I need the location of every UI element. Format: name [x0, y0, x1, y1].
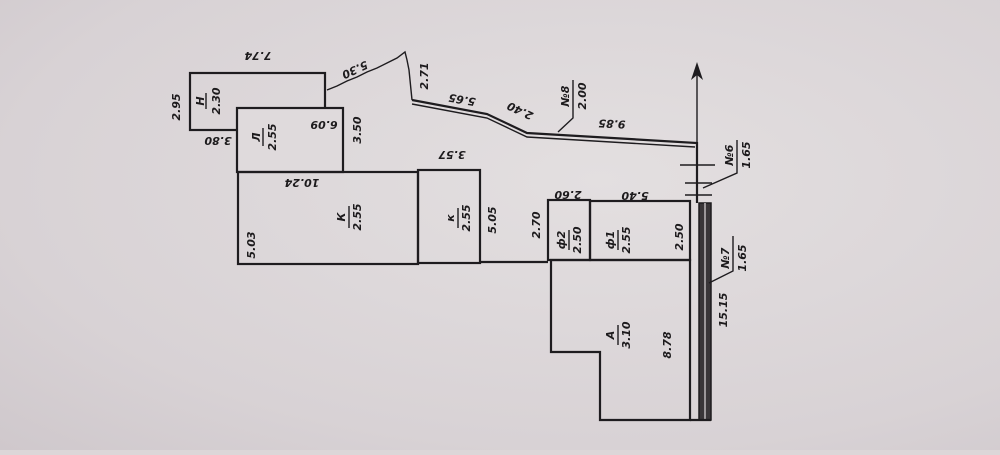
callout-n8-value: 2.00	[576, 82, 589, 109]
room-k-small-outline	[416, 168, 482, 265]
room-h-height: 2.30	[210, 87, 223, 114]
callout-n7-number: №7	[719, 247, 732, 269]
room-h-letter: Н	[194, 96, 207, 105]
dim-fence-2: 2.71	[418, 62, 431, 89]
room-l-height: 2.55	[266, 123, 279, 150]
dim-k-left: 5.03	[245, 231, 258, 258]
arrow-up-icon	[691, 62, 703, 80]
callout-n6-value: 1.65	[740, 141, 753, 168]
dim-h-bottom: 3.80	[204, 134, 231, 147]
dim-k-top: 10.24	[285, 176, 320, 189]
room-k-letter: К	[335, 212, 348, 222]
callout-n8-number: №8	[559, 85, 572, 107]
room-f2-height: 2.50	[571, 226, 584, 253]
room-l-letter: Л	[250, 132, 263, 142]
dim-ks-top: 3.57	[438, 148, 465, 161]
dim-f2-top: 2.60	[554, 188, 581, 201]
room-k-small-letter: к	[444, 214, 457, 222]
dim-fence-3: 5.65	[447, 91, 476, 109]
room-f1-height: 2.55	[620, 226, 633, 253]
callout-leader-n6	[702, 140, 738, 189]
room-a-height: 3.10	[620, 321, 633, 348]
dim-f-left: 2.70	[530, 211, 543, 238]
dim-wall-length: 15.15	[717, 292, 730, 327]
dim-h-top: 7.74	[244, 49, 271, 62]
dim-f1-right: 2.50	[673, 223, 686, 250]
dim-ks-right: 5.05	[486, 206, 499, 233]
dim-fence-5: 9.85	[598, 116, 626, 130]
room-k-height: 2.55	[351, 203, 364, 230]
dim-l-top: 6.09	[310, 118, 337, 131]
dim-a-right: 8.78	[661, 331, 674, 358]
dim-f1-top: 5.40	[621, 189, 648, 202]
room-k-small-height: 2.55	[460, 204, 473, 231]
room-k-outline	[236, 170, 420, 266]
dim-fence-4: 2.40	[505, 99, 535, 122]
room-a-letter: А	[604, 331, 617, 341]
room-f2-letter: ф2	[555, 230, 568, 249]
dim-h-left: 2.95	[170, 93, 183, 120]
fence-line	[411, 98, 699, 203]
dim-l-right: 3.50	[351, 116, 364, 143]
callout-leader-n7	[708, 236, 734, 284]
callout-leader-n8	[557, 80, 574, 133]
callout-n6-number: №6	[723, 144, 736, 166]
callout-n7-value: 1.65	[736, 244, 749, 271]
room-f1-letter: ф1	[604, 231, 617, 250]
fence-line-inner	[411, 103, 696, 148]
room-a-outline	[549, 258, 692, 422]
fence-zigzag	[326, 50, 413, 101]
dim-fence-1: 5.30	[339, 58, 369, 81]
